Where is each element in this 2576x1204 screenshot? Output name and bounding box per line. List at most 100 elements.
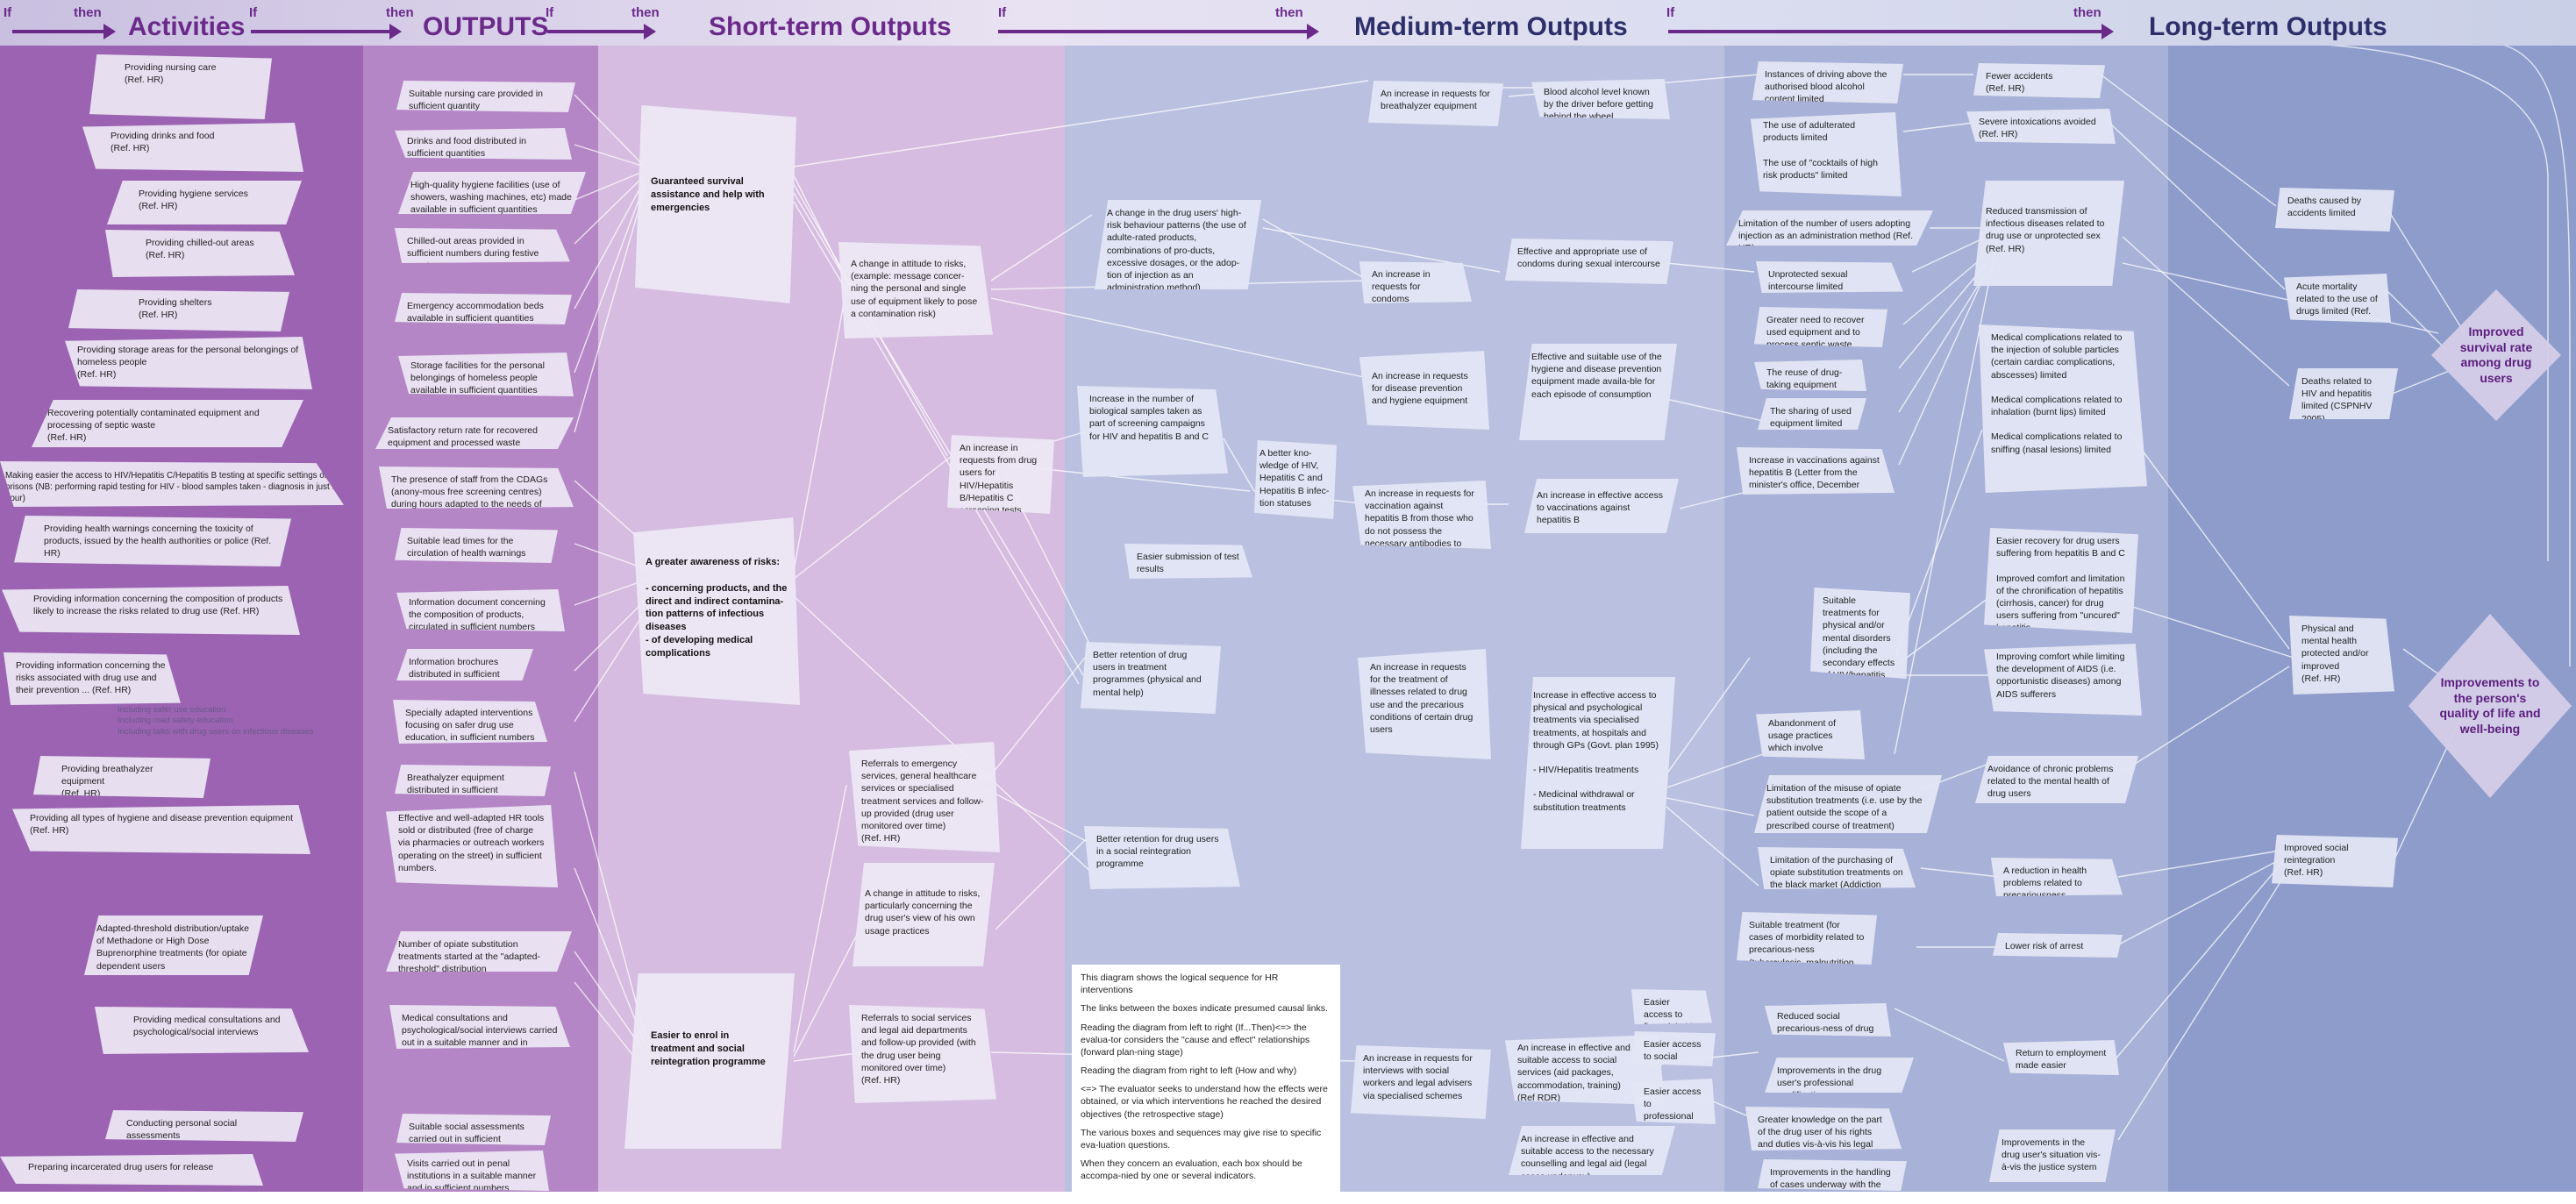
if-then-arrow — [998, 24, 1319, 39]
diagram-legend-note: This diagram shows the logical sequence … — [1072, 965, 1340, 1192]
long-term-box: Improved social reintegration (Ref. HR) — [2272, 835, 2398, 887]
output-box: Suitable nursing care provided in suffic… — [396, 81, 575, 112]
medium-right-box: The sharing of used equipment limited — [1758, 398, 1866, 430]
medium-right-box: The use of adulterated products limited … — [1751, 112, 1902, 196]
if-label: If — [1666, 5, 1675, 20]
medium-right-box: Abandonment of usage practices which inv… — [1756, 710, 1865, 759]
note-line: The links between the boxes indicate pre… — [1081, 1003, 1328, 1015]
long-term-box: Improving comfort while limiting the dev… — [1984, 644, 2142, 716]
long-term-box: Lower risk of arrest — [1993, 933, 2123, 958]
if-then-arrow — [12, 24, 116, 39]
long-term-title: Long-term Outputs — [2149, 12, 2387, 41]
output-box: Effective and well-adapted HR tools sold… — [386, 805, 558, 887]
medium-right-box: Reduced social precarious-ness of drug u… — [1765, 1003, 1891, 1037]
medium-term-box: An increase in requests for the treatmen… — [1358, 649, 1491, 759]
long-term-box: Avoidance of chronic problems related to… — [1975, 756, 2138, 803]
medium-term-box: Increase in effective access to physical… — [1521, 677, 1675, 849]
note-line: Reading the diagram from right to left (… — [1081, 1065, 1297, 1077]
then-label: then — [2073, 5, 2101, 20]
medium-right-box: Limitation of the purchasing of opiate s… — [1758, 847, 1916, 889]
then-label: then — [386, 5, 414, 20]
activity-box: Providing chilled-out areas (Ref. HR) — [105, 230, 295, 277]
medium-term-box: An increase in requests for disease prev… — [1359, 351, 1489, 430]
output-box: Number of opiate substitution treatments… — [386, 931, 572, 972]
activity-box: Providing drinks and food (Ref. HR) — [82, 123, 303, 172]
long-term-box: Severe intoxications avoided (Ref. HR) — [1966, 109, 2116, 144]
note-line: The various boxes and sequences may give… — [1081, 1127, 1322, 1151]
medium-term-box: An increase in effective access to vacci… — [1524, 479, 1679, 533]
short-term-box: Easier to enrol in treatment and social … — [624, 973, 795, 1149]
medium-right-box: Limitation of the number of users adopti… — [1726, 210, 1933, 246]
output-box: Medical consultations and psychological/… — [389, 1005, 570, 1049]
output-box: Drinks and food distributed in sufficien… — [395, 128, 572, 160]
note-line: <=> The evaluator seeks to understand ho… — [1081, 1084, 1328, 1120]
medium-term-box: An increase in requests for vaccination … — [1352, 481, 1491, 549]
activity-subnote: Including safer use education Including … — [118, 705, 314, 737]
short-term-box: An increase in requests from drug users … — [947, 435, 1054, 514]
output-box: Specially adapted interventions focusing… — [393, 700, 547, 744]
output-box: Suitable social assessments carried out … — [396, 1114, 551, 1145]
output-box: Chilled-out areas provided in sufficient… — [395, 228, 570, 263]
medium-right-box: Unprotected sexual intercourse limited — [1756, 261, 1903, 293]
medium-term-box: An increase in effective and suitable ac… — [1509, 1126, 1675, 1175]
medium-term-box: Increase in the number of biological sam… — [1077, 386, 1228, 477]
short-term-box: Guaranteed survival assistance and help … — [635, 105, 796, 303]
long-term-box: Reduced transmission of infectious disea… — [1973, 181, 2124, 286]
output-box: The presence of staff from the CDAGs (an… — [379, 467, 574, 509]
medium-term-box: Effective and appropriate use of condoms… — [1505, 239, 1673, 284]
note-line: This diagram shows the logical sequence … — [1081, 972, 1279, 996]
medium-term-box: An increase in requests for breathalyzer… — [1368, 81, 1503, 126]
medium-term-box: A better kno-wledge of HIV, Hepatitis C … — [1254, 440, 1337, 519]
if-label: If — [998, 5, 1007, 20]
medium-term-box: Easier access to financial aid — [1631, 989, 1712, 1024]
long-term-box: Easier recovery for drug users suffering… — [1984, 528, 2138, 633]
activity-box: Providing medical consultations and psyc… — [95, 1007, 309, 1054]
activity-box: Preparing incarcerated drug users for re… — [0, 1154, 263, 1186]
note-line: When they concern an evaluation, each bo… — [1081, 1158, 1302, 1182]
medium-term-box: An increase in requests for interviews w… — [1351, 1045, 1491, 1119]
if-label: If — [249, 5, 258, 20]
output-box: Information brochures distributed in suf… — [396, 649, 533, 680]
if-label: If — [4, 5, 12, 20]
long-term-box: A reduction in health problems related t… — [1991, 858, 2123, 896]
note-line: Reading the diagram from left to right (… — [1081, 1022, 1310, 1058]
medium-term-box: Easier access to professional training — [1631, 1079, 1716, 1124]
output-box: Satisfactory return rate for recovered e… — [375, 417, 574, 449]
activity-box: Providing storage areas for the personal… — [65, 337, 312, 389]
medium-term-box: Effective and suitable use of the hygien… — [1519, 344, 1677, 440]
activity-box: Providing nursing care (Ref. HR) — [89, 54, 272, 119]
if-then-arrow — [251, 24, 402, 39]
activity-box: Providing health warnings concerning the… — [14, 516, 291, 566]
activity-box: Recovering potentially contaminated equi… — [32, 400, 303, 447]
medium-term-box: An increase in requests for condoms — [1359, 261, 1472, 303]
long-term-box: Deaths related to HIV and hepatitis limi… — [2289, 368, 2398, 419]
output-box: High-quality hygiene facilities (use of … — [398, 172, 586, 214]
activity-box: Adapted-threshold distribution/uptake of… — [84, 915, 263, 975]
if-then-arrow — [547, 24, 656, 39]
medium-right-box: Improvements in the drug user's professi… — [1765, 1058, 1914, 1093]
then-label: then — [74, 5, 102, 20]
medium-term-box: Easier submission of test results — [1124, 544, 1252, 579]
activity-box: Providing shelters (Ref. HR) — [68, 289, 289, 331]
activity-box: Conducting personal social assessments — [105, 1110, 303, 1142]
outputs-title: OUTPUTS — [423, 12, 549, 41]
short-term-box: Referrals to emergency services, general… — [849, 742, 1000, 852]
long-term-box: Medical complications related to the inj… — [1979, 324, 2147, 493]
medium-right-box: Suitable treatments for physical and/or … — [1810, 588, 1910, 679]
if-label: If — [546, 5, 554, 20]
long-term-box: Return to employment made easier — [2003, 1040, 2119, 1075]
short-term-box: Referrals to social services and legal a… — [849, 1005, 996, 1103]
output-box: Visits carried out in penal institutions… — [395, 1151, 549, 1191]
long-term-box: Acute mortality related to the use of dr… — [2284, 274, 2391, 323]
activities-title: Activities — [128, 12, 246, 41]
output-box: Emergency accommodation beds available i… — [395, 293, 572, 324]
short-term-box: A change in attitude to risks, particula… — [853, 863, 995, 966]
short-term-box: A greater awareness of risks: - concerni… — [633, 517, 800, 705]
activity-box: Providing information concerning the ris… — [4, 652, 181, 705]
long-term-box: Deaths caused by accidents limited — [2275, 188, 2394, 232]
medium-right-box: Instances of driving above the authorise… — [1752, 61, 1903, 103]
medium-right-box: Increase in vaccinations against hepatit… — [1737, 447, 1895, 495]
then-label: then — [632, 5, 660, 20]
output-box: Storage facilities for the personal belo… — [398, 353, 574, 396]
